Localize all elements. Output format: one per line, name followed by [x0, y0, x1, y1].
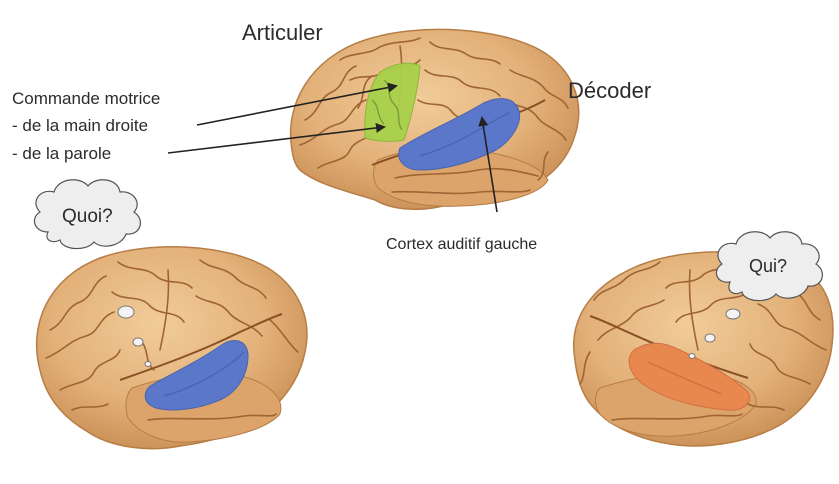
brain-lateral-left-icon [291, 29, 579, 209]
label-parole: - de la parole [12, 144, 111, 163]
brain-bottom-left [37, 247, 307, 449]
label-main-droite: - de la main droite [12, 116, 148, 135]
label-articuler: Articuler [242, 20, 323, 45]
bubble-text-quoi: Quoi? [62, 206, 113, 227]
label-commande-motrice: Commande motrice [12, 89, 160, 108]
bubble-text-qui: Qui? [749, 256, 787, 276]
brain-top [291, 29, 579, 209]
label-decoder: Décoder [568, 78, 651, 103]
brain-lateral-left-icon [37, 247, 307, 449]
label-cortex-auditif: Cortex auditif gauche [386, 236, 537, 253]
